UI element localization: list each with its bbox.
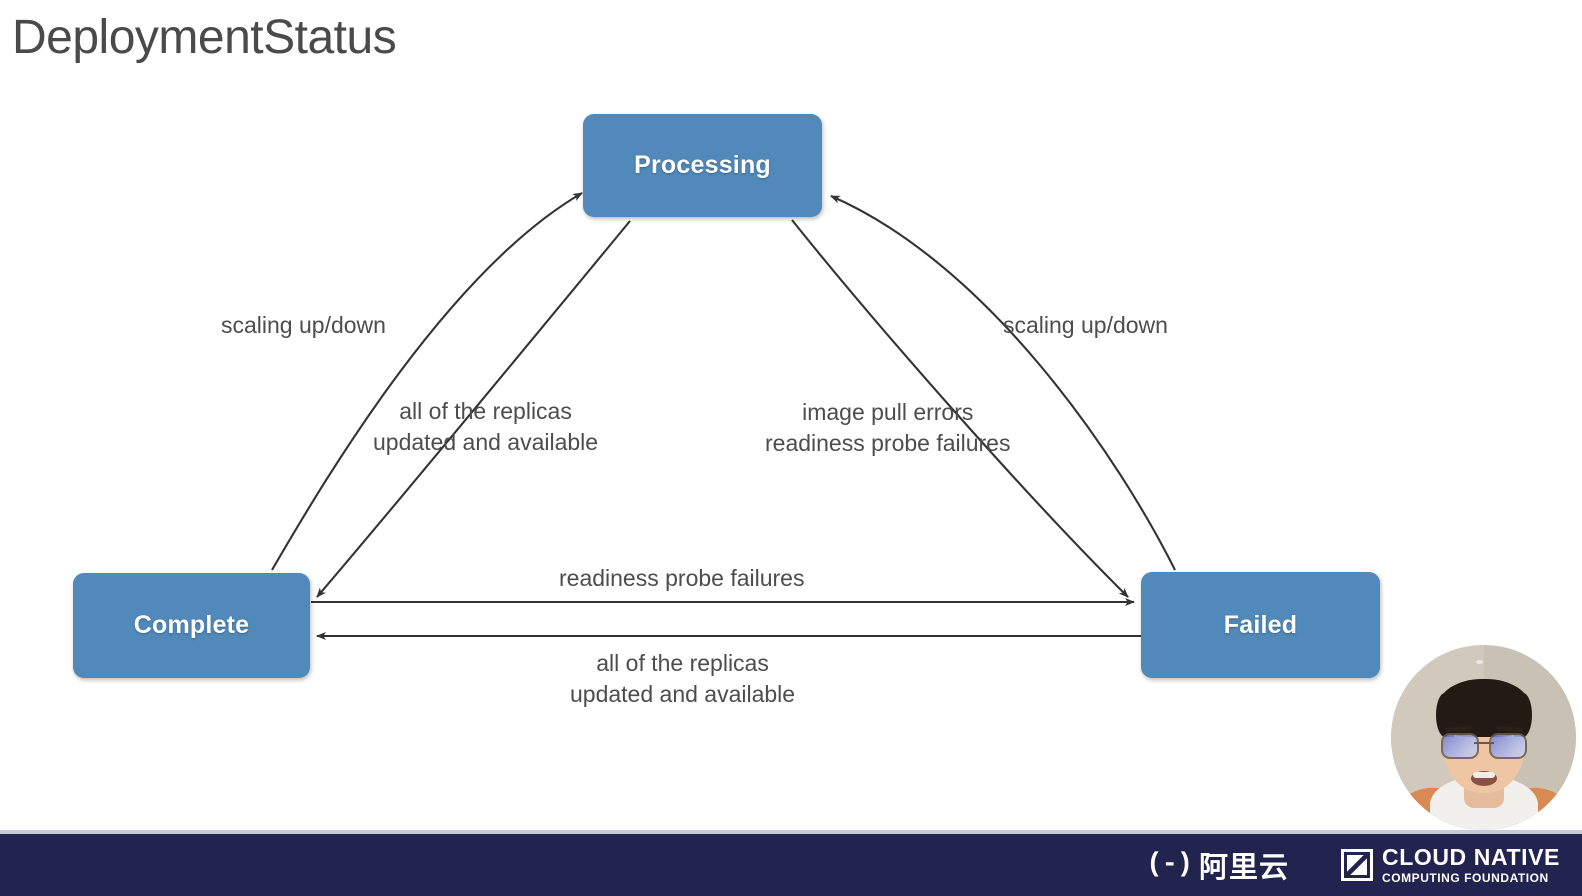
presenter-teeth [1472, 772, 1495, 778]
footer-hairline [0, 830, 1582, 834]
cncf-mark-icon [1341, 849, 1373, 881]
cncf-wordmark: CLOUD NATIVE COMPUTING FOUNDATION [1382, 844, 1560, 885]
state-node-processing[interactable]: Processing [583, 114, 822, 217]
presenter-webcam-overlay[interactable] [1391, 645, 1576, 830]
webcam-ceiling-light [1476, 659, 1484, 664]
alibaba-cloud-mark-icon: (-) [1146, 850, 1193, 880]
alibaba-cloud-wordmark: 阿里云 [1198, 850, 1289, 884]
state-node-complete[interactable]: Complete [73, 573, 310, 678]
state-node-failed[interactable]: Failed [1141, 572, 1380, 678]
edge-processing-to-failed [791, 219, 1129, 598]
cncf-wordmark-line2: COMPUTING FOUNDATION [1382, 871, 1549, 885]
state-node-complete-label: Complete [133, 611, 250, 639]
footer-logo-group: (-) 阿里云 CLOUD NATIVE COMPUTING FOUNDATIO… [1146, 844, 1582, 886]
glasses-lens-right [1488, 733, 1527, 759]
edge-complete-to-processing [271, 192, 583, 571]
glasses-lens-left [1440, 733, 1479, 759]
page-title: DeploymentStatus [12, 11, 397, 64]
cncf-wordmark-line1: CLOUD NATIVE [1382, 844, 1560, 870]
diagram-edges [271, 192, 1176, 640]
presenter-glasses [1440, 733, 1527, 759]
state-node-processing-label: Processing [634, 151, 771, 179]
edge-processing-to-complete [316, 220, 631, 598]
footer-bar: (-) 阿里云 CLOUD NATIVE COMPUTING FOUNDATIO… [0, 834, 1582, 896]
alibaba-cloud-logo: (-) 阿里云 [1146, 844, 1289, 886]
edge-failed-to-processing [830, 195, 1176, 571]
cncf-logo: CLOUD NATIVE COMPUTING FOUNDATION [1341, 846, 1560, 884]
glasses-bridge [1473, 742, 1494, 744]
state-node-failed-label: Failed [1223, 610, 1298, 639]
